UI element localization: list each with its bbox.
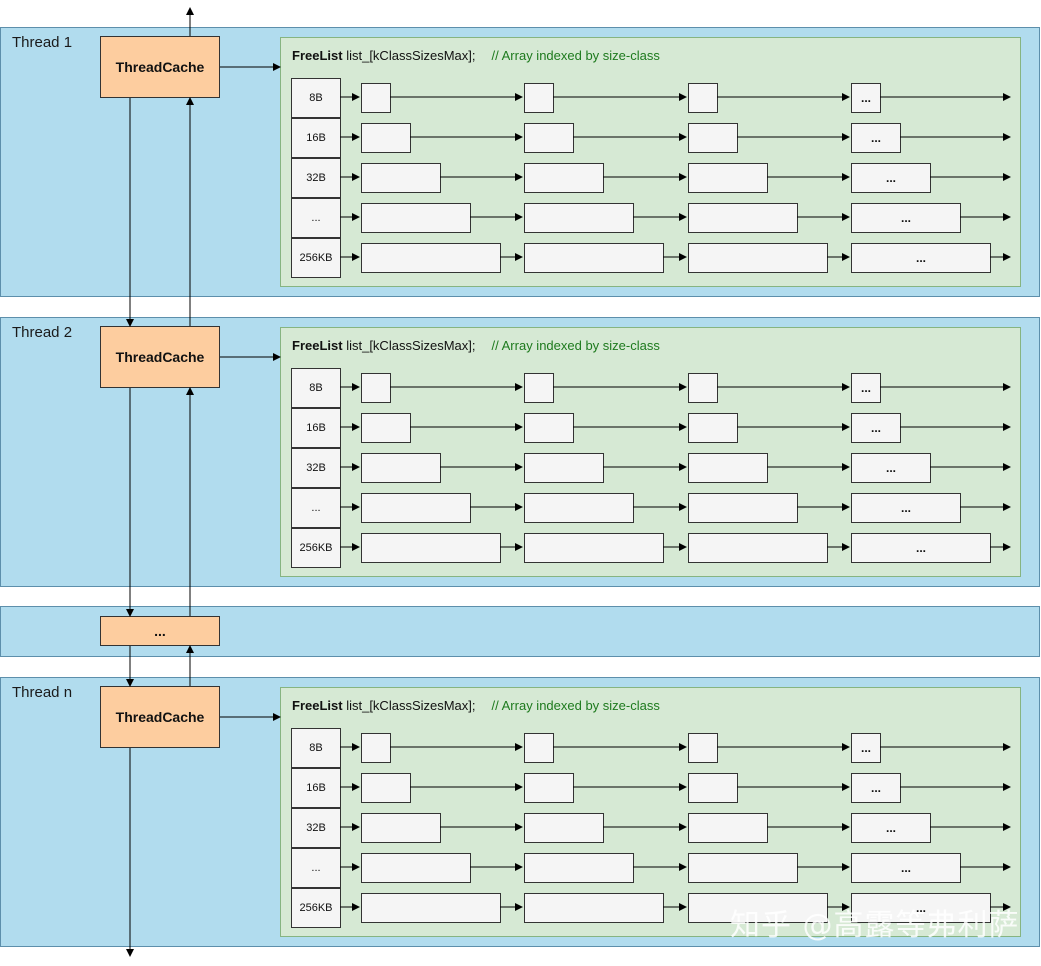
memory-block xyxy=(361,243,501,273)
memory-block xyxy=(361,893,501,923)
memory-block xyxy=(361,203,471,233)
memory-block xyxy=(524,163,604,193)
memory-block xyxy=(688,123,738,153)
freelist-type: FreeList xyxy=(292,338,343,353)
size-class-cell: ... xyxy=(291,848,341,888)
memory-block: ... xyxy=(851,203,961,233)
memory-block xyxy=(688,773,738,803)
freelist-container: FreeList list_[kClassSizesMax]; // Array … xyxy=(280,327,1021,577)
thread-label: Thread 1 xyxy=(12,34,73,51)
memory-block xyxy=(361,453,441,483)
memory-block xyxy=(524,203,634,233)
size-class-cell: 16B xyxy=(291,118,341,158)
memory-block: ... xyxy=(851,893,991,923)
size-class-cell: 16B xyxy=(291,408,341,448)
freelist-container: FreeList list_[kClassSizesMax]; // Array … xyxy=(280,37,1021,287)
memory-block: ... xyxy=(851,373,881,403)
size-class-cell: 32B xyxy=(291,158,341,198)
freelist-comment: // Array indexed by size-class xyxy=(491,698,660,713)
memory-block: ... xyxy=(851,493,961,523)
memory-block xyxy=(524,453,604,483)
memory-block xyxy=(361,733,391,763)
memory-block xyxy=(688,893,828,923)
size-class-cell: 256KB xyxy=(291,888,341,928)
memory-block xyxy=(524,533,664,563)
memory-block xyxy=(688,813,768,843)
memory-block xyxy=(688,413,738,443)
memory-block xyxy=(524,83,554,113)
memory-block xyxy=(688,83,718,113)
memory-block: ... xyxy=(851,853,961,883)
freelist-comment: // Array indexed by size-class xyxy=(491,48,660,63)
memory-block: ... xyxy=(851,533,991,563)
memory-block xyxy=(361,163,441,193)
size-class-cell: 32B xyxy=(291,808,341,848)
size-class-cell: ... xyxy=(291,198,341,238)
size-class-cell: 8B xyxy=(291,728,341,768)
memory-block xyxy=(361,813,441,843)
memory-block xyxy=(361,373,391,403)
memory-block xyxy=(688,853,798,883)
memory-block xyxy=(688,733,718,763)
memory-block: ... xyxy=(851,773,901,803)
memory-block xyxy=(688,373,718,403)
thread-label: Thread 2 xyxy=(12,324,73,341)
memory-block xyxy=(688,533,828,563)
memory-block xyxy=(524,733,554,763)
freelist-decl: list_[kClassSizesMax]; xyxy=(346,48,476,63)
memory-block xyxy=(361,83,391,113)
thread-cache-ellipsis: ... xyxy=(100,616,220,646)
freelist-type: FreeList xyxy=(292,698,343,713)
freelist-decl: list_[kClassSizesMax]; xyxy=(346,698,476,713)
memory-block: ... xyxy=(851,813,931,843)
memory-block: ... xyxy=(851,733,881,763)
memory-block xyxy=(688,453,768,483)
memory-block: ... xyxy=(851,83,881,113)
thread-cache-2[interactable]: ThreadCache xyxy=(100,326,220,388)
thread-cache-1[interactable]: ThreadCache xyxy=(100,36,220,98)
size-class-cell: 32B xyxy=(291,448,341,488)
freelist-decl: list_[kClassSizesMax]; xyxy=(346,338,476,353)
memory-block xyxy=(688,243,828,273)
memory-block xyxy=(524,413,574,443)
memory-block xyxy=(688,163,768,193)
memory-block xyxy=(524,773,574,803)
memory-block xyxy=(524,493,634,523)
freelist-title: FreeList list_[kClassSizesMax]; // Array … xyxy=(292,338,660,353)
memory-block: ... xyxy=(851,453,931,483)
size-class-cell: ... xyxy=(291,488,341,528)
size-class-cell: 16B xyxy=(291,768,341,808)
size-class-cell: 256KB xyxy=(291,528,341,568)
watermark-text: 知乎 @高露等弗利萨 xyxy=(730,908,1020,943)
memory-block xyxy=(361,123,411,153)
memory-block: ... xyxy=(851,413,901,443)
memory-block xyxy=(524,373,554,403)
thread-cache-n[interactable]: ThreadCache xyxy=(100,686,220,748)
memory-block xyxy=(688,203,798,233)
memory-block xyxy=(361,773,411,803)
memory-block xyxy=(361,533,501,563)
memory-block: ... xyxy=(851,163,931,193)
memory-block: ... xyxy=(851,123,901,153)
memory-block xyxy=(361,413,411,443)
memory-block: ... xyxy=(851,243,991,273)
memory-block xyxy=(524,893,664,923)
size-class-cell: 256KB xyxy=(291,238,341,278)
size-class-cell: 8B xyxy=(291,368,341,408)
freelist-container: FreeList list_[kClassSizesMax]; // Array … xyxy=(280,687,1021,937)
memory-block xyxy=(524,853,634,883)
freelist-title: FreeList list_[kClassSizesMax]; // Array … xyxy=(292,698,660,713)
size-class-cell: 8B xyxy=(291,78,341,118)
memory-block xyxy=(361,853,471,883)
memory-block xyxy=(524,123,574,153)
thread-label: Thread n xyxy=(12,684,73,701)
memory-block xyxy=(361,493,471,523)
freelist-comment: // Array indexed by size-class xyxy=(491,338,660,353)
memory-block xyxy=(688,493,798,523)
freelist-title: FreeList list_[kClassSizesMax]; // Array … xyxy=(292,48,660,63)
memory-block xyxy=(524,243,664,273)
memory-block xyxy=(524,813,604,843)
freelist-type: FreeList xyxy=(292,48,343,63)
